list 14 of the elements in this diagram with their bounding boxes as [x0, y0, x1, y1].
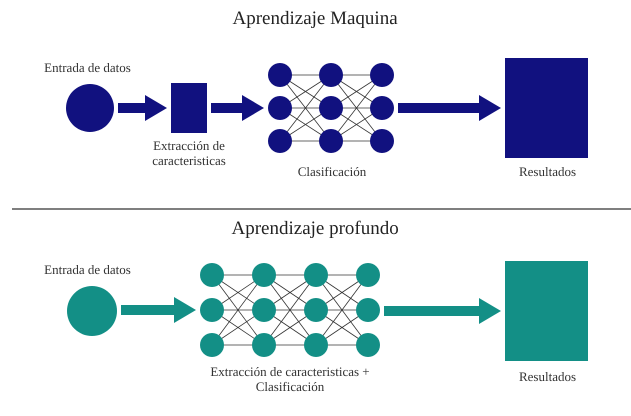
node-label: Extracción de caracteristicas: [151, 138, 227, 168]
node-label: Resultados: [518, 369, 578, 384]
arrow: [384, 298, 501, 324]
arrow: [118, 95, 167, 121]
section-heading: Aprendizaje Maquina: [232, 8, 398, 30]
node-label: Extracción de caracteristicas + Clasificación: [209, 364, 371, 394]
node-label: Entrada de datos: [43, 60, 132, 75]
arrow: [398, 95, 501, 121]
arrow: [121, 297, 196, 323]
section-heading: Aprendizaje profundo: [232, 218, 399, 240]
arrow: [211, 95, 264, 121]
node-label: Entrada de datos: [43, 262, 132, 277]
node-label: Resultados: [518, 164, 578, 179]
node-label: Clasificación: [296, 164, 368, 179]
